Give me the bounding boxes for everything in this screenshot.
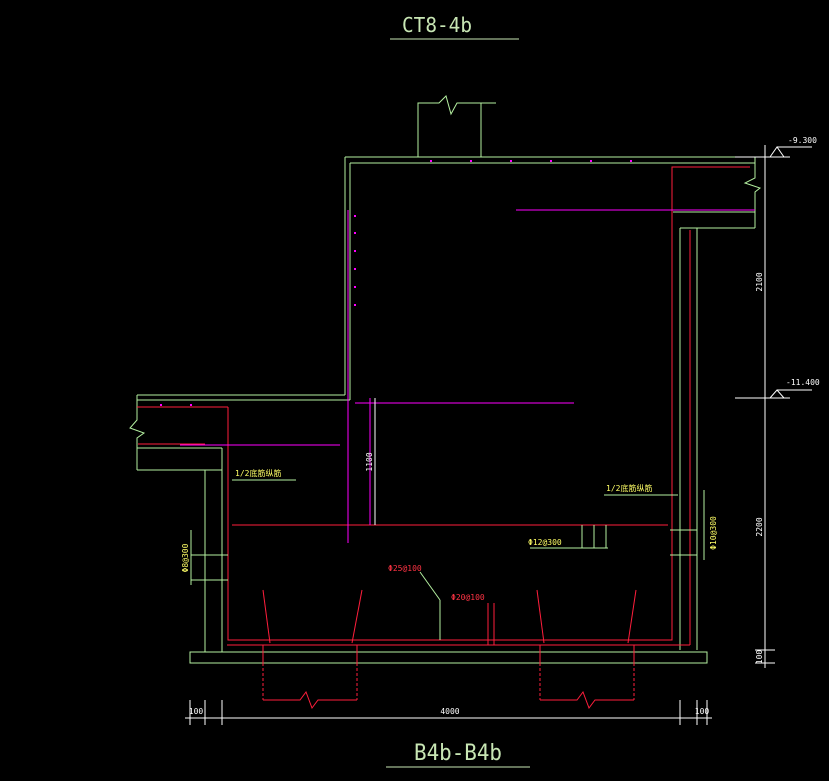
dimension-lines — [185, 145, 812, 725]
annotation-mid-rebar: Φ12@300 — [528, 538, 562, 547]
dim-inner-height: 1100 — [365, 452, 374, 471]
dim-left-offset: 100 — [189, 707, 204, 716]
dim-upper-height: 2100 — [755, 272, 764, 291]
pile-caps — [262, 644, 635, 710]
dim-total-width: 4000 — [440, 707, 459, 716]
rebar-red — [137, 166, 750, 646]
annotation-left-wall-stirrup: Φ8@300 — [181, 543, 190, 572]
top-section-title: CT8-4b — [402, 13, 472, 37]
leader-lines — [190, 479, 705, 640]
bottom-section-title: B4b-B4b — [414, 741, 502, 766]
annotation-bottom-rebar-a: Φ25@100 — [388, 564, 422, 573]
rebar-magenta — [180, 209, 755, 543]
annotation-left-half-rebar: 1/2底筋纵筋 — [235, 468, 281, 478]
concrete-outline — [129, 95, 762, 664]
dim-right-offset: 100 — [695, 707, 710, 716]
dim-lower-height: 2200 — [755, 517, 764, 536]
annotation-bottom-rebar-b: Φ20@100 — [451, 593, 485, 602]
dim-base-thickness: 100 — [755, 650, 764, 665]
elevation-middle-label: -11.400 — [786, 378, 820, 387]
elevation-top-label: -9.300 — [788, 136, 817, 145]
rebar-dots — [160, 160, 632, 406]
annotation-right-wall-stirrup: Φ10@300 — [709, 516, 718, 550]
annotation-right-half-rebar: 1/2底筋纵筋 — [606, 483, 652, 493]
